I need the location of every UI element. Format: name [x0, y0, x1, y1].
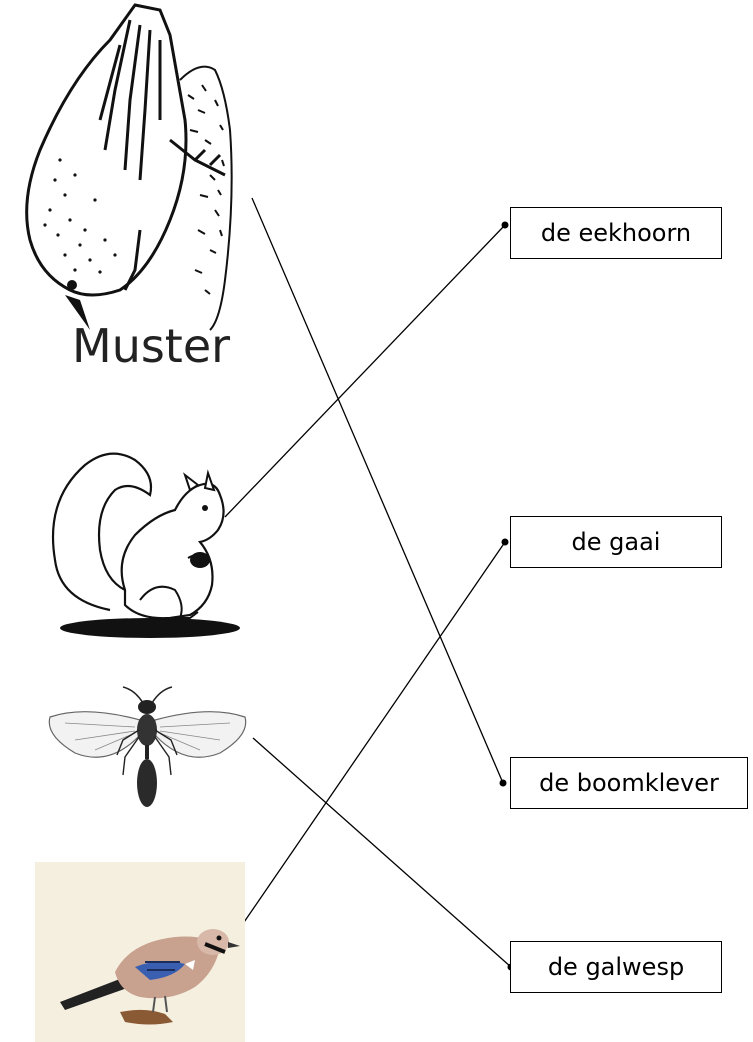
- wasp-drawing: [45, 685, 250, 810]
- label-gaai-text: de gaai: [572, 528, 661, 556]
- label-eekhoorn: de eekhoorn: [510, 207, 722, 259]
- label-galwesp: de galwesp: [510, 941, 722, 993]
- squirrel-drawing: [40, 440, 250, 640]
- line-nuthatch-to-boomklever: [252, 198, 503, 783]
- line-squirrel-to-eekhoorn: [225, 225, 505, 517]
- label-eekhoorn-text: de eekhoorn: [541, 219, 691, 247]
- label-galwesp-text: de galwesp: [548, 953, 684, 981]
- dot-gaai: [502, 539, 509, 546]
- label-boomklever: de boomklever: [510, 757, 748, 809]
- line-wasp-to-galwesp: [253, 738, 511, 967]
- dot-eekhoorn: [502, 222, 509, 229]
- watermark-text: Muster: [72, 319, 230, 373]
- label-boomklever-text: de boomklever: [539, 769, 719, 797]
- dot-boomklever: [500, 780, 507, 787]
- label-gaai: de gaai: [510, 516, 722, 568]
- jay-photo: [35, 862, 245, 1042]
- line-jay-to-gaai: [240, 542, 505, 928]
- nuthatch-drawing: Muster: [10, 0, 255, 375]
